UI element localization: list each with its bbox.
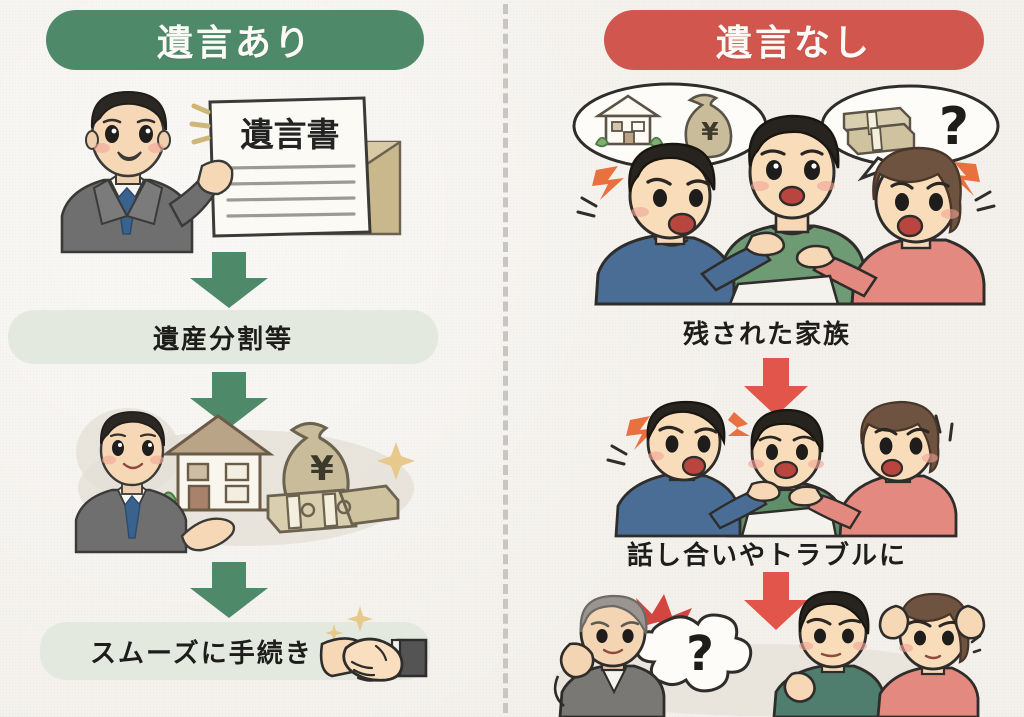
scene-worried-family-with-question-cloud: ? [540, 588, 986, 717]
green-arrow-1 [186, 252, 272, 313]
sparkle-icon [377, 442, 415, 480]
money-bag-icon: ¥ [684, 93, 733, 159]
thought-bubble-left: ¥ [572, 82, 768, 184]
house-icon [593, 94, 664, 148]
businessman-figure [60, 90, 234, 254]
label-discussion-and-trouble: 話し合いやトラブルに [626, 539, 907, 570]
worry-lines-icon [970, 634, 982, 654]
cash-stack-icon [842, 106, 916, 156]
hand-on-head-icon [954, 604, 986, 640]
scene-family-arguing-closeup [588, 400, 978, 538]
column-divider [503, 4, 508, 713]
person-right-pink [795, 146, 986, 306]
scene-man-holding-will-document: 遺言書 [42, 84, 422, 254]
left-header-pill: 遺言あり [46, 10, 424, 70]
pointing-hand-icon [795, 244, 836, 269]
open-hand-icon [180, 517, 236, 552]
anger-spark-icon [950, 162, 996, 212]
yen-symbol: ¥ [701, 117, 719, 146]
anger-spark-icon [728, 412, 750, 436]
question-mark-icon: ? [939, 97, 969, 157]
person-left-blue [594, 142, 786, 306]
anger-spark-icon [576, 166, 624, 218]
person-young-man-worried [772, 590, 886, 717]
will-document-title: 遺言書 [241, 115, 340, 154]
right-header-pill: 遺言なし [604, 10, 984, 70]
document-sheet [740, 504, 838, 538]
red-arrow-2 [740, 572, 812, 635]
scene-man-presenting-house-and-money: ¥ [56, 392, 416, 554]
green-arrow-3 [186, 562, 272, 623]
person-right-pink-2 [788, 400, 958, 538]
hand-on-head-icon [878, 604, 910, 640]
person-left-blue-2 [614, 400, 781, 538]
label-remaining-family: 残された家族 [682, 318, 851, 349]
red-arrow-1 [740, 358, 812, 421]
person-woman-worried [876, 592, 986, 717]
green-arrow-2 [186, 372, 272, 433]
handshake-illustration [316, 600, 436, 690]
left-column-with-will: 遺言あり 遺言書 [0, 0, 500, 717]
right-column-without-will: 遺言なし [510, 0, 1024, 717]
cash-stack-icon [266, 484, 400, 534]
label-smooth-procedure-text: スムーズに手続き [90, 637, 313, 668]
sparkle-lines-icon [189, 103, 211, 145]
anger-spark-icon [606, 416, 656, 466]
pointing-hand-icon [788, 485, 824, 507]
person-elderly-man [553, 594, 666, 717]
question-mark-icon: ? [686, 626, 714, 682]
pointing-hand-icon [745, 480, 781, 502]
businessman-figure-2 [74, 411, 236, 554]
yen-symbol: ¥ [310, 449, 334, 489]
handshake-icon [319, 606, 428, 682]
hand-on-chin-icon [783, 671, 816, 703]
document-sheet [728, 274, 840, 306]
scene-family-arguing-with-thought-bubbles: ¥ ? [562, 78, 1002, 306]
label-estate-division: 遺産分割等 [8, 310, 438, 364]
pointing-hand-icon [744, 231, 786, 257]
sparkle-icon [325, 624, 343, 642]
sparkle-icon [347, 606, 373, 632]
hand-on-head-icon [559, 642, 595, 679]
house-icon [152, 414, 278, 512]
